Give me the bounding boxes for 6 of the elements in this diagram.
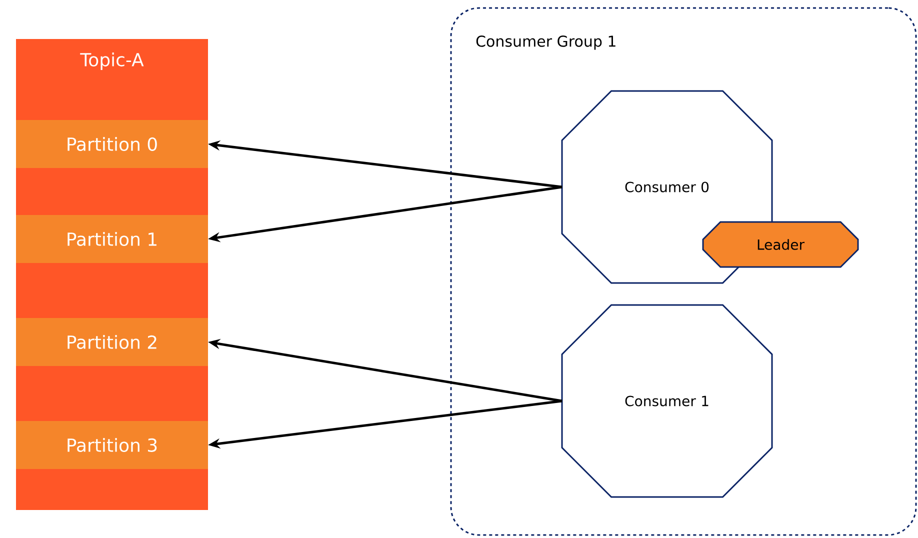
- leader-badge: Leader: [702, 221, 859, 268]
- consumer-octagon: Consumer 1: [561, 304, 773, 498]
- partition-band: Partition 0: [16, 120, 208, 168]
- partition-band: Partition 3: [16, 421, 208, 469]
- partition-band: Partition 2: [16, 318, 208, 366]
- partition-band: Partition 1: [16, 215, 208, 263]
